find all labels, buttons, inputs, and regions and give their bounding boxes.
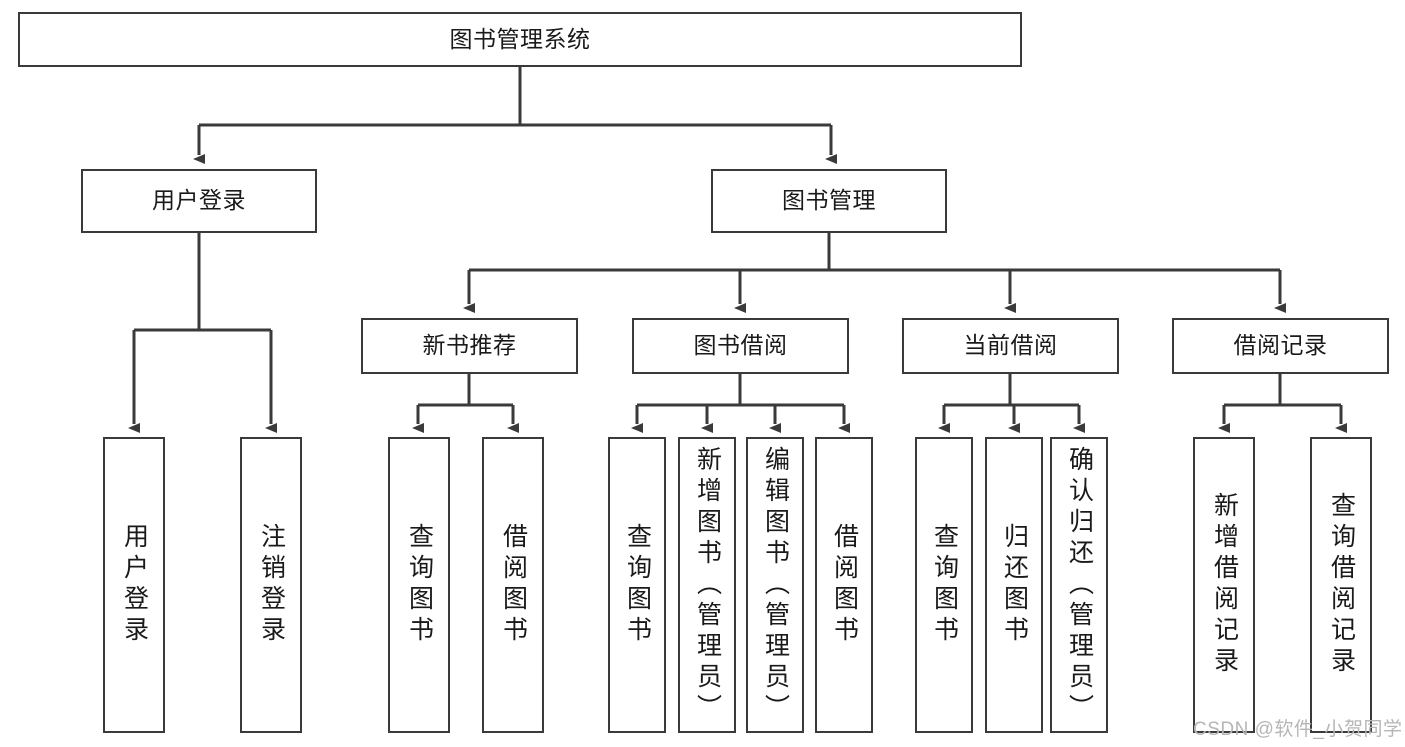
node-user-login-label: 用户登录 [152, 187, 246, 214]
node-book-manage-label: 图书管理 [782, 187, 876, 214]
node-leaf-confirm-return[interactable]: 确认归还（管理员） [1050, 437, 1108, 733]
node-leaf-query-book-3-label: 查询图书 [930, 523, 959, 647]
node-root-label: 图书管理系统 [449, 25, 591, 52]
node-leaf-add-book-label: 新增图书（管理员） [693, 445, 722, 725]
node-leaf-user-logout-label: 注销登录 [257, 523, 286, 647]
node-book-manage[interactable]: 图书管理 [711, 169, 947, 233]
node-leaf-confirm-return-label: 确认归还（管理员） [1065, 445, 1094, 725]
node-leaf-add-book[interactable]: 新增图书（管理员） [678, 437, 736, 733]
csdn-watermark: CSDN @软件_小贺同学 [1193, 719, 1403, 740]
node-root[interactable]: 图书管理系统 [18, 12, 1022, 67]
node-leaf-user-login-label: 用户登录 [120, 523, 149, 647]
node-leaf-query-book-3[interactable]: 查询图书 [915, 437, 973, 733]
node-current-borrow[interactable]: 当前借阅 [902, 318, 1119, 374]
node-leaf-borrow-book-2[interactable]: 借阅图书 [815, 437, 873, 733]
node-leaf-edit-book[interactable]: 编辑图书（管理员） [746, 437, 804, 733]
node-leaf-edit-book-label: 编辑图书（管理员） [761, 445, 790, 725]
node-leaf-query-book-1[interactable]: 查询图书 [388, 437, 450, 733]
node-leaf-borrow-book-1-label: 借阅图书 [499, 523, 528, 647]
node-leaf-user-logout[interactable]: 注销登录 [240, 437, 302, 733]
node-leaf-return-book[interactable]: 归还图书 [985, 437, 1043, 733]
node-borrow-record[interactable]: 借阅记录 [1172, 318, 1389, 374]
node-leaf-query-record[interactable]: 查询借阅记录 [1310, 437, 1372, 733]
node-leaf-user-login[interactable]: 用户登录 [103, 437, 165, 733]
node-leaf-add-record-label: 新增借阅记录 [1210, 492, 1239, 678]
node-leaf-borrow-book-2-label: 借阅图书 [830, 523, 859, 647]
node-user-login[interactable]: 用户登录 [81, 169, 317, 233]
node-borrow-record-label: 借阅记录 [1233, 332, 1328, 359]
node-new-book-recommend-label: 新书推荐 [422, 332, 517, 359]
node-leaf-query-record-label: 查询借阅记录 [1327, 492, 1356, 678]
node-leaf-query-book-1-label: 查询图书 [405, 523, 434, 647]
node-leaf-query-book-2-label: 查询图书 [623, 523, 652, 647]
node-leaf-return-book-label: 归还图书 [1000, 523, 1029, 647]
node-leaf-add-record[interactable]: 新增借阅记录 [1193, 437, 1255, 733]
node-new-book-recommend[interactable]: 新书推荐 [361, 318, 578, 374]
node-current-borrow-label: 当前借阅 [963, 332, 1058, 359]
edges-group [128, 67, 1347, 433]
node-leaf-query-book-2[interactable]: 查询图书 [608, 437, 666, 733]
node-book-borrow[interactable]: 图书借阅 [632, 318, 849, 374]
node-leaf-borrow-book-1[interactable]: 借阅图书 [482, 437, 544, 733]
node-book-borrow-label: 图书借阅 [693, 332, 788, 359]
